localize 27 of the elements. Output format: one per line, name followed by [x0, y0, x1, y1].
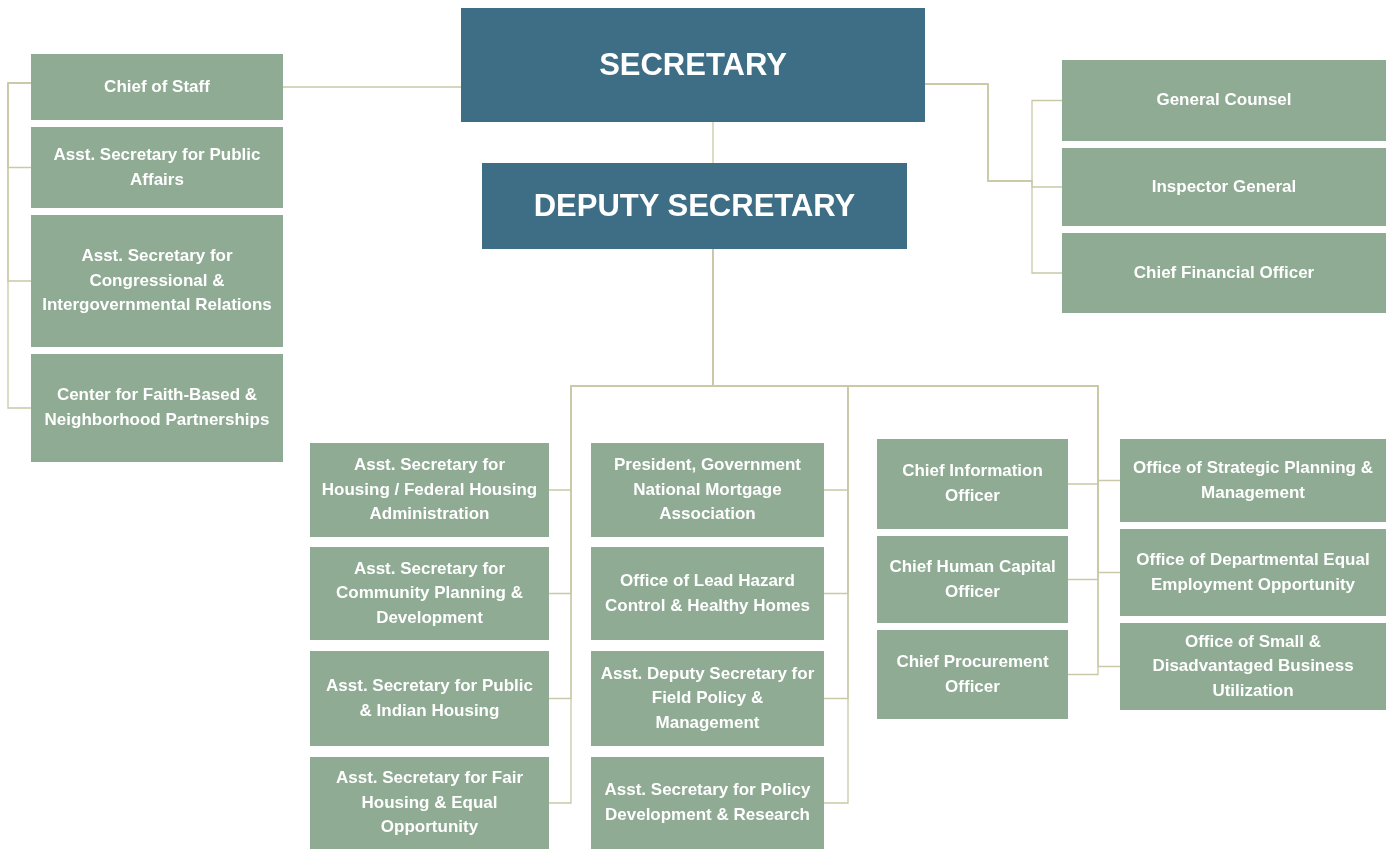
office-box: Asst. Secretary for Congressional & Intergovernmental Relations	[31, 215, 283, 347]
office-box: Office of Small & Disadvantaged Business Utilization	[1120, 623, 1386, 710]
office-box: Chief Financial Officer	[1062, 233, 1386, 313]
office-box: Office of Lead Hazard Control & Healthy Homes	[591, 547, 824, 640]
office-box: Center for Faith-Based & Neighborhood Partnerships	[31, 354, 283, 462]
connector-line	[7, 82, 32, 409]
office-box: Asst. Secretary for Policy Development & Research	[591, 757, 824, 849]
office-box: Chief Procurement Officer	[877, 630, 1068, 719]
executive-box: SECRETARY	[461, 8, 925, 122]
office-box: Chief Human Capital Officer	[877, 536, 1068, 623]
connector-line	[712, 121, 714, 164]
office-box: Inspector General	[1062, 148, 1386, 226]
office-box: President, Government National Mortgage Association	[591, 443, 824, 537]
office-box: Asst. Secretary for Housing / Federal Housing Administration	[310, 443, 549, 537]
connector-line	[924, 83, 1063, 274]
office-box: Chief of Staff	[31, 54, 283, 120]
connector-line	[282, 86, 462, 88]
office-box: Asst. Deputy Secretary for Field Policy & Management	[591, 651, 824, 746]
executive-box: DEPUTY SECRETARY	[482, 163, 907, 249]
office-box: General Counsel	[1062, 60, 1386, 141]
office-box: Office of Departmental Equal Employment Opportunity	[1120, 529, 1386, 616]
office-box: Chief Information Officer	[877, 439, 1068, 529]
office-box: Asst. Secretary for Community Planning & Development	[310, 547, 549, 640]
office-box: Asst. Secretary for Fair Housing & Equal Opportunity	[310, 757, 549, 849]
office-box: Asst. Secretary for Public & Indian Housing	[310, 651, 549, 746]
office-box: Office of Strategic Planning & Management	[1120, 439, 1386, 522]
office-box: Asst. Secretary for Public Affairs	[31, 127, 283, 208]
